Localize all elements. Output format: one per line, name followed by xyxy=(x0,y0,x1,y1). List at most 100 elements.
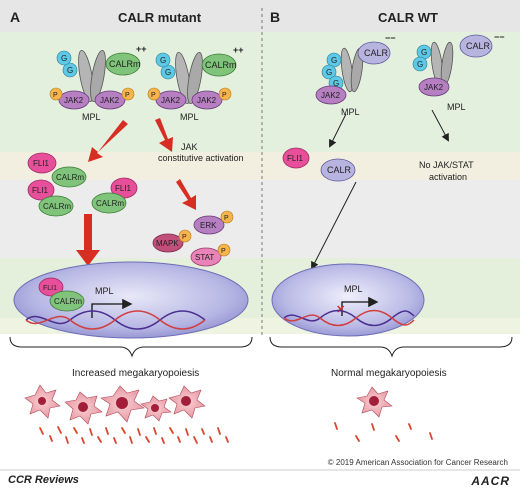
jak2-protein xyxy=(418,77,450,97)
jak2-label: JAK2 xyxy=(424,83,444,92)
platelet xyxy=(113,437,117,444)
calr-wt-protein xyxy=(357,41,391,65)
nucleus-shape xyxy=(13,261,249,339)
glycan-label: G xyxy=(67,66,73,75)
phospho-label: P xyxy=(221,248,226,255)
glycan-label: G xyxy=(165,68,171,77)
fli1-protein xyxy=(282,147,310,169)
platelet xyxy=(129,436,133,444)
platelet xyxy=(185,428,189,436)
dna-strand xyxy=(283,309,415,327)
calr-mutant-protein xyxy=(91,192,127,214)
jak2-protein xyxy=(191,90,223,110)
platelet xyxy=(65,436,69,444)
megakaryocyte-nucleus xyxy=(116,397,128,409)
charge-label: ++ xyxy=(233,45,244,55)
platelet xyxy=(145,436,150,443)
megakaryocytes-b xyxy=(356,386,393,418)
jak2-protein xyxy=(94,90,126,110)
platelet xyxy=(121,427,126,434)
megakaryocyte-nucleus xyxy=(78,402,88,412)
outcome-label-b: Normal megakaryopoiesis xyxy=(331,368,447,379)
phospho-circle xyxy=(217,243,231,257)
calr-wt-label: CALR xyxy=(327,165,352,175)
charge-label: −− xyxy=(494,32,505,42)
red-arrows xyxy=(76,118,196,266)
jak2-protein xyxy=(315,85,347,105)
black-arrow xyxy=(431,109,449,142)
calr-wt-label: CALR xyxy=(466,41,491,51)
mpl-receptor-complex-b1: G G G CALR −− JAK2 MPL xyxy=(315,33,396,117)
phospho-circle xyxy=(121,87,135,101)
panel-a-title: CALR mutant xyxy=(118,10,202,25)
erk-protein xyxy=(193,215,225,235)
red-arrow xyxy=(76,214,100,266)
megakaryocyte-nucleus xyxy=(38,397,46,405)
calr-mutant-label: CALRm xyxy=(54,297,82,306)
mpl-label: MPL xyxy=(341,107,360,117)
nucleus-a: FLI1 CALRm MPL xyxy=(13,261,249,339)
stat-label: STAT xyxy=(195,253,214,262)
fli1-label: FLI1 xyxy=(287,154,304,163)
platelet xyxy=(355,435,360,442)
phospho-label: P xyxy=(224,215,229,222)
platelets-a xyxy=(39,426,229,444)
calr-mutant-label: CALRm xyxy=(205,60,237,70)
phospho-label: P xyxy=(53,92,58,99)
mpl-receptor-complex-a1: G G CALRm ++ JAK2 JAK2 P P MPL xyxy=(49,44,147,122)
jak2-label: JAK2 xyxy=(100,96,120,105)
fli1-label: FLI1 xyxy=(43,285,57,292)
journal-name: CCR Reviews xyxy=(8,474,79,486)
mapk-protein xyxy=(152,233,184,253)
platelet xyxy=(137,428,141,436)
jak2-protein xyxy=(155,90,187,110)
calr-mutant-protein xyxy=(105,52,141,76)
phospho-circle xyxy=(178,229,192,243)
panel-a-letter: A xyxy=(10,9,20,25)
platelet xyxy=(334,422,338,430)
platelet xyxy=(408,423,412,430)
platelet xyxy=(169,427,174,434)
jak-activation-label-line1: JAK xyxy=(181,142,198,152)
calr-wt-protein xyxy=(459,34,493,58)
transcription-arrow xyxy=(91,298,133,318)
calr-mutant-protein xyxy=(49,290,85,312)
red-arrow xyxy=(88,120,128,162)
glycan-circle xyxy=(321,64,337,80)
platelet xyxy=(395,435,400,442)
platelet xyxy=(73,427,78,434)
phospho-circle xyxy=(220,210,234,224)
copyright-text: © 2019 American Association for Cancer R… xyxy=(327,458,508,467)
nucleus-shape xyxy=(271,263,425,337)
glycan-label: G xyxy=(331,56,337,65)
panel-b-title: CALR WT xyxy=(378,10,438,25)
fli1-label: FLI1 xyxy=(32,186,49,195)
glycan-circle xyxy=(412,56,428,72)
mpl-receptor-chain xyxy=(187,51,203,105)
publisher-logo: AACR xyxy=(471,474,510,488)
calr-mutant-label: CALRm xyxy=(109,59,141,69)
red-arrow xyxy=(155,118,173,152)
glycan-label: G xyxy=(421,48,427,57)
charge-label: −− xyxy=(385,33,396,43)
calr-mutant-protein xyxy=(201,53,237,77)
signaling-band xyxy=(0,180,520,258)
fli1-label: FLI1 xyxy=(33,159,50,168)
mpl-receptor-complex-a2: G G CALRm ++ JAK2 JAK2 P P MPL xyxy=(147,45,244,122)
dna-strand xyxy=(25,310,206,330)
phospho-label: P xyxy=(125,92,130,99)
mpl-label: MPL xyxy=(447,102,466,112)
cytoplasm-band xyxy=(0,152,520,180)
kinase-cascade: ERK P MAPK P STAT P xyxy=(152,210,234,267)
brace-a xyxy=(9,336,253,358)
mpl-receptor-chain xyxy=(90,49,106,103)
platelet xyxy=(97,436,102,443)
jak2-label: JAK2 xyxy=(197,96,217,105)
stat-protein xyxy=(190,247,222,267)
glycan-label: G xyxy=(417,60,423,69)
platelet xyxy=(371,423,375,431)
brace-b xyxy=(269,336,513,358)
fli1-label: FLI1 xyxy=(115,184,132,193)
jak2-label: JAK2 xyxy=(321,91,341,100)
